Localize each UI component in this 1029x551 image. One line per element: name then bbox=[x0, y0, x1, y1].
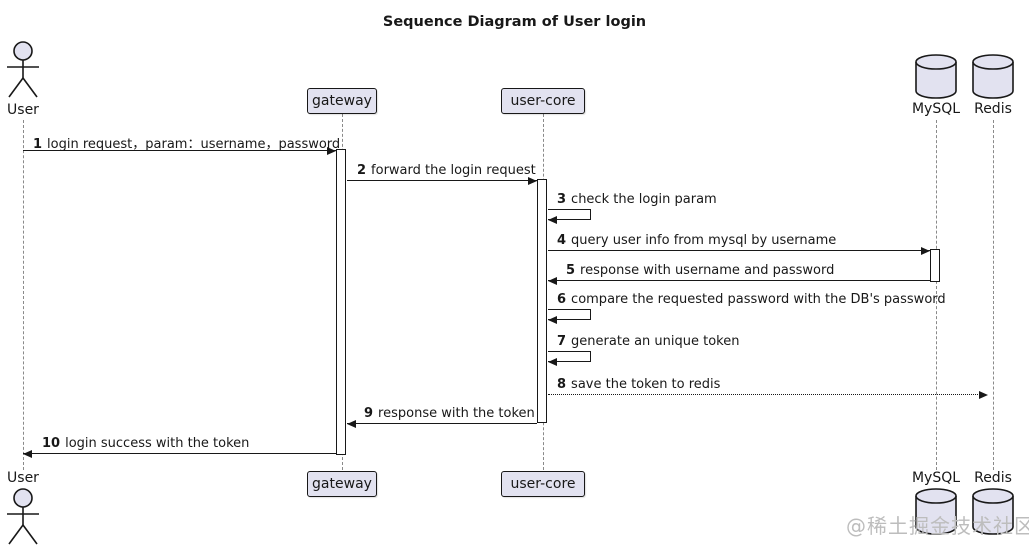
message-9-text: response with the token bbox=[378, 406, 535, 421]
message-5-number: 5 bbox=[566, 263, 576, 278]
participant-user-core-top: user-core bbox=[501, 88, 585, 114]
message-10-label: 10 login success with the token bbox=[42, 436, 249, 451]
message-6-arrowhead bbox=[548, 316, 557, 324]
lifeline-user bbox=[23, 120, 24, 470]
message-2-label: 2 forward the login request bbox=[357, 163, 536, 178]
message-9-line bbox=[347, 423, 537, 424]
message-7-number: 7 bbox=[557, 334, 567, 349]
user-label-bottom: User bbox=[7, 470, 39, 486]
lifeline-mysql bbox=[936, 120, 937, 470]
message-4-text: query user info from mysql by username bbox=[571, 233, 837, 248]
message-2-arrowhead bbox=[528, 177, 537, 185]
message-4-label: 4 query user info from mysql by username bbox=[557, 233, 836, 248]
message-8-number: 8 bbox=[557, 377, 567, 392]
redis-label-bottom: Redis bbox=[974, 470, 1012, 486]
message-10-number: 10 bbox=[42, 436, 61, 451]
activation-mysql bbox=[930, 249, 940, 282]
user-actor-icon-bottom bbox=[7, 488, 39, 545]
redis-database-icon-top bbox=[972, 54, 1014, 99]
user-label-top: User bbox=[7, 102, 39, 118]
message-10-line bbox=[23, 453, 336, 454]
message-4-line bbox=[548, 250, 930, 251]
message-3-label: 3 check the login param bbox=[557, 192, 717, 207]
message-6-number: 6 bbox=[557, 292, 567, 307]
message-4-arrowhead bbox=[921, 247, 930, 255]
message-1-line bbox=[23, 150, 336, 151]
message-2-number: 2 bbox=[357, 163, 367, 178]
message-5-text: response with username and password bbox=[580, 263, 835, 278]
message-10-arrowhead bbox=[23, 450, 32, 458]
redis-label-top: Redis bbox=[974, 101, 1012, 117]
message-3-self-loop bbox=[548, 209, 591, 220]
message-1-text: login request，param：username，password bbox=[47, 137, 341, 152]
diagram-title: Sequence Diagram of User login bbox=[382, 14, 647, 30]
message-9-arrowhead bbox=[347, 420, 356, 428]
message-2-line bbox=[347, 180, 537, 181]
mysql-database-icon-top bbox=[915, 54, 957, 99]
watermark: @稀土掘金技术社区 bbox=[846, 514, 1029, 538]
message-6-label: 6 compare the requested password with the… bbox=[557, 292, 946, 307]
redis-database-icon-bottom bbox=[972, 488, 1014, 535]
message-8-arrowhead bbox=[979, 391, 988, 399]
message-3-number: 3 bbox=[557, 192, 567, 207]
user-actor-icon-top bbox=[7, 41, 39, 98]
message-5-label: 5 response with username and password bbox=[566, 263, 834, 278]
message-1-number: 1 bbox=[33, 137, 43, 152]
message-8-label: 8 save the token to redis bbox=[557, 377, 720, 392]
mysql-label-bottom: MySQL bbox=[911, 470, 961, 486]
message-6-self-loop bbox=[548, 309, 591, 320]
message-7-text: generate an unique token bbox=[571, 334, 740, 349]
message-7-self-loop bbox=[548, 351, 591, 362]
activation-user-core bbox=[537, 179, 547, 423]
participant-user-core-bottom: user-core bbox=[501, 471, 585, 497]
lifeline-redis bbox=[993, 120, 994, 470]
activation-gateway bbox=[336, 149, 346, 455]
message-2-text: forward the login request bbox=[371, 163, 536, 178]
message-4-number: 4 bbox=[557, 233, 567, 248]
mysql-label-top: MySQL bbox=[911, 101, 961, 117]
message-3-arrowhead bbox=[548, 216, 557, 224]
message-9-label: 9 response with the token bbox=[364, 406, 535, 421]
message-8-line bbox=[548, 394, 980, 395]
message-7-arrowhead bbox=[548, 358, 557, 366]
participant-gateway-top: gateway bbox=[307, 88, 377, 114]
message-1-label: 1 login request，param：username，password bbox=[33, 133, 340, 152]
message-6-text: compare the requested password with the … bbox=[571, 292, 946, 307]
message-9-number: 9 bbox=[364, 406, 374, 421]
message-1-arrowhead bbox=[327, 147, 336, 155]
message-7-label: 7 generate an unique token bbox=[557, 334, 739, 349]
message-3-text: check the login param bbox=[571, 192, 717, 207]
message-10-text: login success with the token bbox=[65, 436, 250, 451]
message-5-arrowhead bbox=[548, 277, 557, 285]
message-8-text: save the token to redis bbox=[571, 377, 721, 392]
mysql-database-icon-bottom bbox=[915, 488, 957, 535]
message-5-line bbox=[548, 280, 930, 281]
participant-gateway-bottom: gateway bbox=[307, 471, 377, 497]
